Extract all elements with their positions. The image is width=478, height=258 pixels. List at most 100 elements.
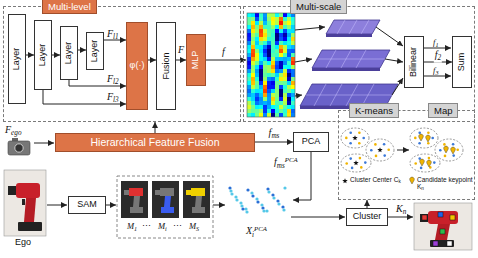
heatmap-image-part	[247, 13, 295, 117]
cluster-illustration-part	[374, 143, 377, 146]
text-run: F	[5, 124, 11, 135]
heatmap-image-part	[251, 33, 255, 37]
heatmap-image-part	[291, 69, 295, 73]
process-box: MLP	[186, 34, 206, 86]
box-label: Sum	[457, 53, 467, 72]
subscript: 3	[435, 70, 438, 76]
heatmap-image-part	[291, 65, 295, 69]
heatmap-image-part	[283, 105, 287, 109]
process-box: Sum	[452, 36, 472, 88]
heatmap-image-part	[279, 25, 283, 29]
heatmap-image-part	[283, 25, 287, 29]
pyramid-slabs-part	[326, 34, 372, 37]
cluster-illustration-part	[345, 162, 348, 165]
process-box: Layer	[8, 14, 26, 104]
mask-tiles-part	[161, 207, 174, 213]
pca-scatter-part	[246, 188, 249, 191]
heatmap-image-part	[287, 61, 291, 65]
heatmap-image-part	[275, 93, 279, 97]
heatmap-image-part	[291, 29, 295, 33]
heatmap-image-part	[251, 89, 255, 93]
cluster-illustration-part	[341, 128, 369, 148]
pca-scatter-part	[282, 208, 285, 211]
text-run: F	[107, 73, 113, 84]
heatmap-image-part	[263, 89, 267, 93]
heatmap-image-part	[279, 85, 283, 89]
heatmap-image-part	[287, 77, 291, 81]
cluster-illustration-part	[349, 157, 352, 160]
superscript: PCA	[254, 225, 267, 232]
heatmap-image-part	[267, 89, 271, 93]
heatmap-image-part	[279, 77, 283, 81]
pca-scatter-part	[241, 207, 244, 210]
heatmap-image-part	[267, 53, 271, 57]
heatmap-image-part	[263, 113, 267, 117]
text-run: Cluster Center C	[350, 176, 398, 183]
symbol-label: fmsPCA	[274, 156, 298, 170]
heatmap-image-part	[279, 13, 283, 17]
output-image-part	[414, 203, 472, 250]
cluster-illustration-part	[414, 137, 417, 140]
heatmap-image-part	[255, 53, 259, 57]
heatmap-image-part	[259, 113, 263, 117]
heatmap-image-part	[287, 25, 291, 29]
heatmap-image-part	[283, 41, 287, 45]
cluster-illustration-part	[351, 167, 354, 170]
heatmap-image-part	[275, 45, 279, 49]
heatmap-image-part	[263, 65, 267, 69]
heatmap-image-part	[283, 85, 287, 89]
heatmap-image-part	[267, 33, 271, 37]
text-label: ···	[173, 221, 182, 231]
region-tab: Multi-scale	[290, 0, 347, 14]
mask-group-frame	[117, 176, 213, 238]
heatmap-image-part	[267, 49, 271, 53]
heatmap-image-part	[263, 45, 267, 49]
heatmap-image-part	[271, 77, 275, 81]
heatmap-image-part	[247, 21, 251, 25]
heatmap-image-part	[267, 25, 271, 29]
heatmap-image-part	[263, 33, 267, 37]
pca-scatter-part	[281, 205, 284, 208]
cluster-illustration-part	[439, 149, 442, 152]
heatmap-image-part	[263, 97, 267, 101]
heatmap-image-part	[263, 61, 267, 65]
symbol-label: f3	[433, 66, 438, 77]
heatmap-image-part	[271, 41, 275, 45]
heatmap-image-part	[259, 13, 263, 17]
output-image-part	[447, 241, 452, 246]
heatmap-image-part	[259, 89, 263, 93]
mask-tiles-part	[160, 188, 174, 196]
cluster-illustration-part	[427, 160, 432, 167]
text-run: X	[246, 225, 252, 236]
ego-image-part	[18, 222, 42, 231]
cluster-illustration-part	[383, 154, 386, 157]
heatmap-image-part	[291, 41, 295, 45]
heatmap-image-part	[271, 69, 275, 73]
mask-tiles-part	[191, 188, 205, 196]
heatmap-image-part	[255, 65, 259, 69]
mask-tiles-part	[192, 207, 205, 213]
pca-scatter	[228, 186, 286, 213]
cluster-illustration-part	[444, 146, 449, 153]
heatmap-image-part	[279, 97, 283, 101]
symbol-label: Kn	[396, 203, 406, 217]
heatmap-image-part	[271, 73, 275, 77]
heatmap-image-part	[275, 73, 279, 77]
heatmap-image-part	[255, 73, 259, 77]
heatmap-image-part	[271, 25, 275, 29]
heatmap-image-part	[283, 17, 287, 21]
flow-arrows-part	[295, 59, 312, 62]
heatmap-image-part	[255, 89, 259, 93]
cluster-illustration-part	[410, 128, 438, 148]
pyramid-slabs-part	[337, 20, 345, 34]
heatmap-image-part	[247, 81, 251, 85]
cluster-illustration-part	[452, 143, 455, 146]
heatmap-image-part	[279, 69, 283, 73]
region-tab: Multi-level	[42, 0, 97, 14]
heatmap-image-part	[291, 45, 295, 49]
heatmap-image-part	[267, 41, 271, 45]
heatmap-image-part	[255, 93, 259, 97]
heatmap-image-part	[279, 101, 283, 105]
heatmap-image-part	[247, 85, 251, 89]
heatmap-image-part	[263, 53, 267, 57]
